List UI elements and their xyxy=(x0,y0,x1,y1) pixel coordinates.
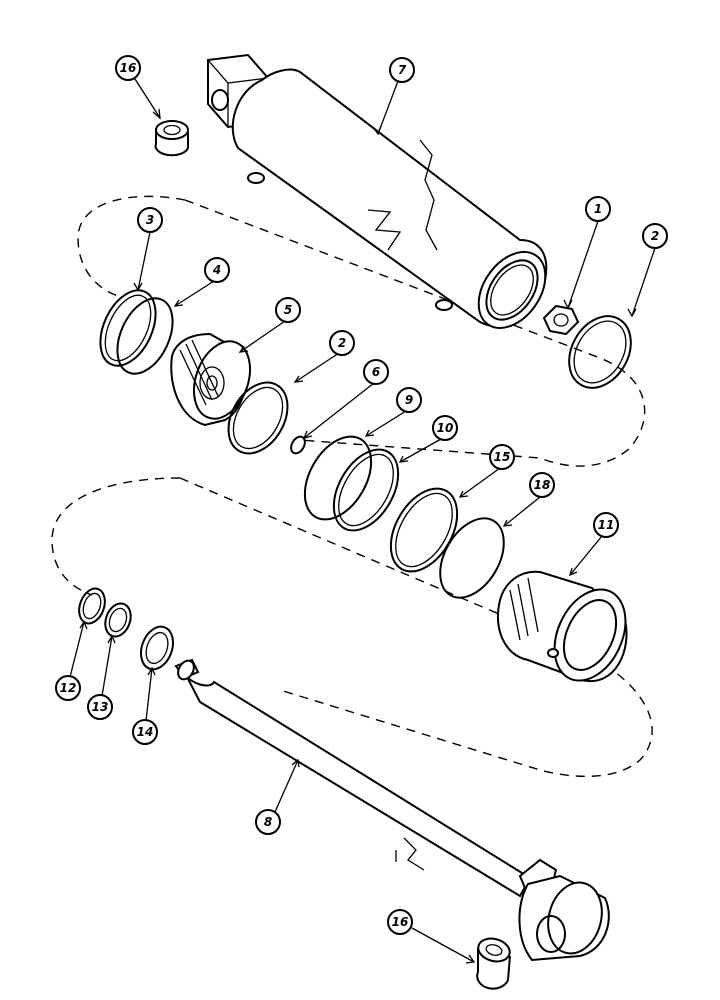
callout-8-label: 8 xyxy=(264,815,272,829)
callout-15-label: 15 xyxy=(494,450,511,464)
callout-4: 4 xyxy=(204,257,230,283)
callout-16-upper-label: 16 xyxy=(120,61,137,75)
wiper xyxy=(78,587,106,625)
callout-2-outer-label: 2 xyxy=(651,229,659,243)
callout-10: 10 xyxy=(432,415,458,441)
callout-9: 9 xyxy=(396,387,422,413)
callout-1: 1 xyxy=(585,196,611,222)
piston-rod xyxy=(174,658,610,962)
callout-7-label: 7 xyxy=(398,63,407,77)
callout-8: 8 xyxy=(255,809,281,835)
cylinder-barrel xyxy=(207,53,548,329)
seal-14 xyxy=(140,625,174,671)
o-ring-4 xyxy=(116,297,174,375)
callout-11-label: 11 xyxy=(598,518,615,532)
callout-1-label: 1 xyxy=(594,202,602,216)
callout-10-label: 10 xyxy=(437,421,454,435)
ring-3 xyxy=(99,289,157,367)
piston xyxy=(170,332,252,427)
callout-3-label: 3 xyxy=(146,213,154,227)
callout-13-label: 13 xyxy=(92,700,109,714)
callout-12-label: 12 xyxy=(60,681,77,695)
callout-6: 6 xyxy=(363,359,389,385)
ring-2 xyxy=(227,381,289,455)
o-ring-18 xyxy=(439,517,505,599)
ring-10 xyxy=(332,448,400,532)
callout-11: 11 xyxy=(593,512,619,538)
o-ring-9 xyxy=(303,435,373,521)
small-o-ring xyxy=(290,435,306,455)
callout-4-label: 4 xyxy=(212,263,221,277)
callout-6-label: 6 xyxy=(372,365,380,379)
callout-2-middle: 2 xyxy=(329,330,355,356)
callout-2-middle-label: 2 xyxy=(338,336,346,350)
callout-15: 15 xyxy=(489,444,515,470)
callout-3: 3 xyxy=(137,207,163,233)
callout-16-lower: 16 xyxy=(387,909,413,935)
callout-12: 12 xyxy=(55,675,81,701)
gland xyxy=(497,570,628,683)
callout-18-label: 18 xyxy=(534,478,551,492)
callout-14-label: 14 xyxy=(137,725,154,739)
callout-14: 14 xyxy=(132,719,158,745)
callout-9-label: 9 xyxy=(405,393,413,407)
upper-group-dashed-loop xyxy=(77,195,646,467)
callout-13: 13 xyxy=(87,694,113,720)
callout-16-upper: 16 xyxy=(115,55,141,81)
callout-18: 18 xyxy=(529,472,555,498)
callout-5-label: 5 xyxy=(284,303,292,317)
bushing-lower xyxy=(476,937,511,990)
leader-lines xyxy=(69,78,656,964)
ring-15 xyxy=(389,487,459,573)
bushing-upper xyxy=(154,120,189,157)
callout-2-outer: 2 xyxy=(642,223,668,249)
nut xyxy=(542,304,580,336)
callout-16-lower-label: 16 xyxy=(392,915,409,929)
callout-5: 5 xyxy=(275,297,301,323)
ring-outer xyxy=(568,315,632,389)
seal-13 xyxy=(104,602,132,638)
callout-7: 7 xyxy=(389,57,415,83)
